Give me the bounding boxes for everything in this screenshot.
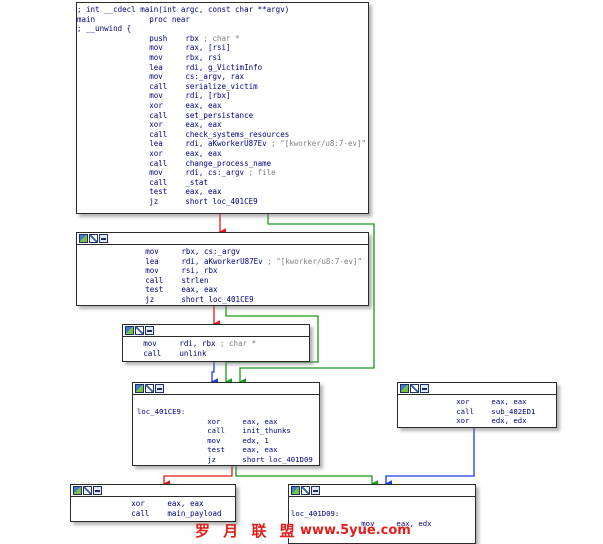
asm-line[interactable]: xor eax, eax	[77, 120, 222, 130]
asm-line[interactable]: call init_thunks	[137, 426, 291, 436]
node-code: xor eax, eax call sub_402ED1 xor edx, ed…	[386, 395, 556, 428]
asm-line[interactable]: xor edx, edx	[386, 416, 527, 426]
asm-line[interactable]: test eax, eax	[77, 187, 222, 197]
asm-line[interactable]: xor eax, eax	[137, 416, 278, 426]
asm-line[interactable]: mov rax, [rsi]	[77, 43, 231, 53]
edit-icon[interactable]	[410, 384, 419, 393]
asm-comment: ; char *	[198, 33, 240, 43]
edge-loc401ce9-loc401d09	[235, 466, 379, 488]
asm-line[interactable]: mov rbx, rsi	[77, 52, 222, 62]
watermark-cn: 罗 月 联 盟	[195, 522, 299, 540]
asm-line[interactable]: xor eax, eax	[386, 397, 527, 406]
graph-node-main[interactable]: ; int __cdecl main(int argc, const char …	[76, 2, 369, 214]
asm-line[interactable]: mov rdi, cs:_argv ; file	[77, 168, 368, 178]
listing-icon[interactable]	[99, 234, 108, 243]
asm-line[interactable]: mov eax, edx	[291, 518, 432, 528]
asm-line[interactable]: jz short loc_401D09	[137, 454, 313, 464]
node-code: loc_401CE9: xor eax, eax call init_thunk…	[137, 395, 319, 467]
graph-node-block2[interactable]: mov rbx, cs:_argv lea rdi, aKworkerU87Ev…	[76, 232, 369, 306]
graph-node-block5[interactable]: xor eax, eax call sub_402ED1 xor edx, ed…	[397, 382, 557, 428]
asm-comment: ; "[kworker/u8:7-ev]"	[266, 139, 366, 149]
edit-icon[interactable]	[89, 234, 98, 243]
graph-icon[interactable]	[125, 326, 134, 335]
asm-line[interactable]: lea rdi, g_VictimInfo	[77, 62, 263, 72]
asm-line[interactable]: test eax, eax	[137, 445, 278, 455]
node-code: loc_401D09: mov eax, edx	[291, 497, 475, 530]
asm-line[interactable]: call serialize_victim	[77, 81, 258, 91]
asm-line[interactable]: lea rdi, aKworkerU87Ev ; "[kworker/u8:7-…	[73, 257, 368, 267]
listing-icon[interactable]	[420, 384, 429, 393]
edge-loc401ce9-block6	[162, 466, 233, 488]
edge-block2-loc401ce9	[224, 306, 319, 386]
asm-line[interactable]: xor eax, eax	[59, 499, 204, 508]
asm-line[interactable]: push rbx ; char *	[77, 34, 368, 44]
asm-line[interactable]: xor eax, eax	[77, 148, 222, 158]
node-titlebar	[71, 485, 235, 497]
listing-icon[interactable]	[155, 384, 164, 393]
asm-code: push rbx	[77, 33, 199, 43]
listing-icon[interactable]	[145, 326, 154, 335]
node-code: mov rdi, rbx ; char * call unlink	[71, 337, 309, 360]
node-titlebar	[133, 383, 319, 395]
asm-line[interactable]: call main_payload	[59, 508, 222, 518]
asm-line[interactable]: mov rdi, [rbx]	[77, 91, 231, 101]
node-code: mov rbx, cs:_argv lea rdi, aKworkerU87Ev…	[73, 245, 368, 307]
node-titlebar	[77, 233, 368, 245]
asm-line[interactable]: ; __unwind {	[77, 24, 132, 34]
asm-comment: ; char *	[215, 339, 257, 348]
asm-line[interactable]: loc_401CE9:	[137, 407, 186, 416]
graph-icon[interactable]	[400, 384, 409, 393]
asm-line[interactable]: jz short loc_401CE9	[77, 196, 258, 206]
node-code: xor eax, eax call main_payload	[59, 497, 235, 520]
edge-block3-loc401ce9	[210, 362, 219, 386]
graph-node-block3[interactable]: mov rdi, rbx ; char * call unlink	[122, 324, 310, 362]
asm-line[interactable]: call set_persistance	[77, 110, 254, 120]
node-titlebar	[398, 383, 556, 395]
edit-icon[interactable]	[135, 326, 144, 335]
asm-line[interactable]: mov rbx, cs:_argv	[73, 247, 241, 256]
asm-line[interactable]: jz short loc_401CE9	[73, 294, 254, 304]
edit-icon[interactable]	[145, 384, 154, 393]
node-code: ; int __cdecl main(int argc, const char …	[77, 3, 368, 208]
asm-line[interactable]: call check_systems_resources	[77, 129, 290, 139]
asm-line[interactable]: call _stat	[77, 177, 208, 187]
asm-line[interactable]: call unlink	[71, 348, 207, 358]
listing-icon[interactable]	[311, 486, 320, 495]
asm-comment: ; "[kworker/u8:7-ev]"	[262, 256, 362, 266]
asm-line[interactable]: xor eax, eax	[77, 100, 222, 110]
graph-icon[interactable]	[73, 486, 82, 495]
watermark-url: www.5yue.com	[300, 523, 411, 538]
asm-line[interactable]: lea rdi, aKworkerU87Ev ; "[kworker/u8:7-…	[77, 139, 368, 149]
edit-icon[interactable]	[83, 486, 92, 495]
asm-line[interactable]: call sub_402ED1	[386, 406, 536, 416]
node-titlebar	[123, 325, 309, 337]
asm-code: mov rdi, cs:_argv	[77, 168, 245, 178]
asm-code: lea rdi, aKworkerU87Ev	[77, 139, 267, 149]
graph-icon[interactable]	[79, 234, 88, 243]
graph-icon[interactable]	[135, 384, 144, 393]
listing-icon[interactable]	[93, 486, 102, 495]
graph-node-block6[interactable]: xor eax, eax call main_payload	[70, 484, 236, 522]
asm-line[interactable]: mov rsi, rbx	[73, 266, 218, 276]
asm-line[interactable]: mov edx, 1	[137, 435, 269, 445]
asm-line[interactable]: mov cs:_argv, rax	[77, 72, 245, 82]
graph-node-loc-401ce9[interactable]: loc_401CE9: xor eax, eax call init_thunk…	[132, 382, 320, 466]
asm-line[interactable]: test eax, eax	[73, 285, 218, 295]
edge-main-loc401ce9	[238, 214, 375, 386]
asm-line[interactable]: loc_401D09:	[291, 509, 340, 518]
edge-block5-loc401d09	[384, 428, 475, 488]
asm-code: mov rdi, rbx	[71, 339, 216, 348]
asm-code: lea rdi, aKworkerU87Ev	[73, 256, 263, 266]
asm-line[interactable]: call change_process_name	[77, 158, 272, 168]
asm-comment: ; file	[244, 168, 276, 178]
asm-line[interactable]: ; int __cdecl main(int argc, const char …	[77, 5, 290, 14]
node-titlebar	[289, 485, 475, 497]
graph-icon[interactable]	[291, 486, 300, 495]
asm-line[interactable]: mov rdi, rbx ; char *	[71, 339, 309, 349]
asm-line[interactable]: main proc near	[77, 14, 190, 24]
edit-icon[interactable]	[301, 486, 310, 495]
graph-node-loc-401d09[interactable]: loc_401D09: mov eax, edx	[288, 484, 476, 544]
asm-line[interactable]: call strlen	[73, 275, 209, 285]
